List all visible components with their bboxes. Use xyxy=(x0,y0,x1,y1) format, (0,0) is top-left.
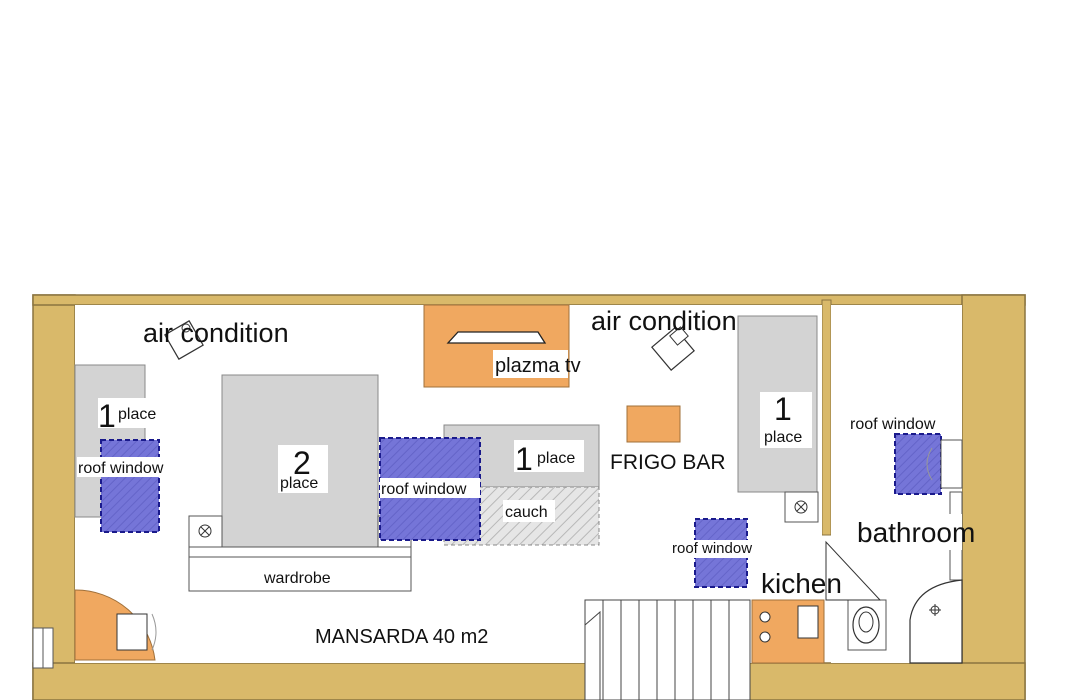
bed-double-label-bg xyxy=(278,445,328,493)
kitchen-sink xyxy=(797,605,819,639)
bed-left-label-bg xyxy=(98,398,164,428)
air-conditioner-left xyxy=(164,320,204,360)
bathroom-label-bg xyxy=(856,514,962,550)
roof-window-bathroom-label: roof window xyxy=(850,416,936,433)
bathroom-sink xyxy=(926,439,963,489)
bed-double-place-label: place xyxy=(280,475,318,492)
couch-label: cauch xyxy=(505,504,548,521)
roof-window-kitchen-label-bg xyxy=(670,540,770,558)
bed-right-place-label: place xyxy=(764,429,802,446)
partition-wall xyxy=(821,299,832,536)
roof-window-center-label: roof window xyxy=(381,481,467,498)
plan-title: MANSARDA 40 m2 xyxy=(315,626,488,648)
plazma-tv-label: plazma tv xyxy=(495,355,581,377)
wardrobe xyxy=(188,546,412,592)
couch-place-label-bg xyxy=(514,440,584,472)
wall-top xyxy=(32,294,1026,306)
nightstand-bed-right xyxy=(784,491,819,523)
kitchen-label: kichen xyxy=(761,568,842,599)
frigo-bar xyxy=(626,405,681,443)
bed-left-place-label: place xyxy=(118,406,156,423)
bathroom-door xyxy=(825,540,882,601)
air-condition-right-label: air condition xyxy=(591,306,737,336)
bed-right-label-bg xyxy=(760,392,812,448)
plazma-tv-label-bg xyxy=(493,350,568,378)
stairs xyxy=(584,599,751,700)
roof-window-left xyxy=(100,439,160,533)
bed-right-number: 1 xyxy=(774,391,792,427)
air-conditioner-right xyxy=(651,326,695,371)
bed-double-number: 2 xyxy=(293,445,311,481)
couch-number: 1 xyxy=(515,441,533,477)
roof-window-center-label-bg xyxy=(380,478,480,498)
toilet xyxy=(847,599,887,651)
air-condition-left-label: air condition xyxy=(143,318,289,348)
kitchen-stove xyxy=(759,611,771,643)
couch-place-label: place xyxy=(537,450,575,467)
shower xyxy=(909,579,963,664)
nightstand-left xyxy=(188,515,223,548)
bed-left-number: 1 xyxy=(98,398,116,434)
wardrobe-label: wardrobe xyxy=(263,570,331,587)
tv-screen xyxy=(446,331,547,344)
bathroom-label: bathroom xyxy=(857,517,975,548)
entrance-door xyxy=(74,589,157,661)
couch-label-bg xyxy=(503,500,555,522)
roof-window-left-label: roof window xyxy=(78,460,164,477)
roof-window-kitchen-label: roof window xyxy=(672,540,752,557)
frigo-bar-label: FRIGO BAR xyxy=(610,451,726,474)
roof-window-left-label-bg xyxy=(77,457,174,477)
wall-right xyxy=(961,294,1026,700)
roof-window-bathroom xyxy=(894,433,942,495)
wall-bottom xyxy=(32,662,1026,700)
